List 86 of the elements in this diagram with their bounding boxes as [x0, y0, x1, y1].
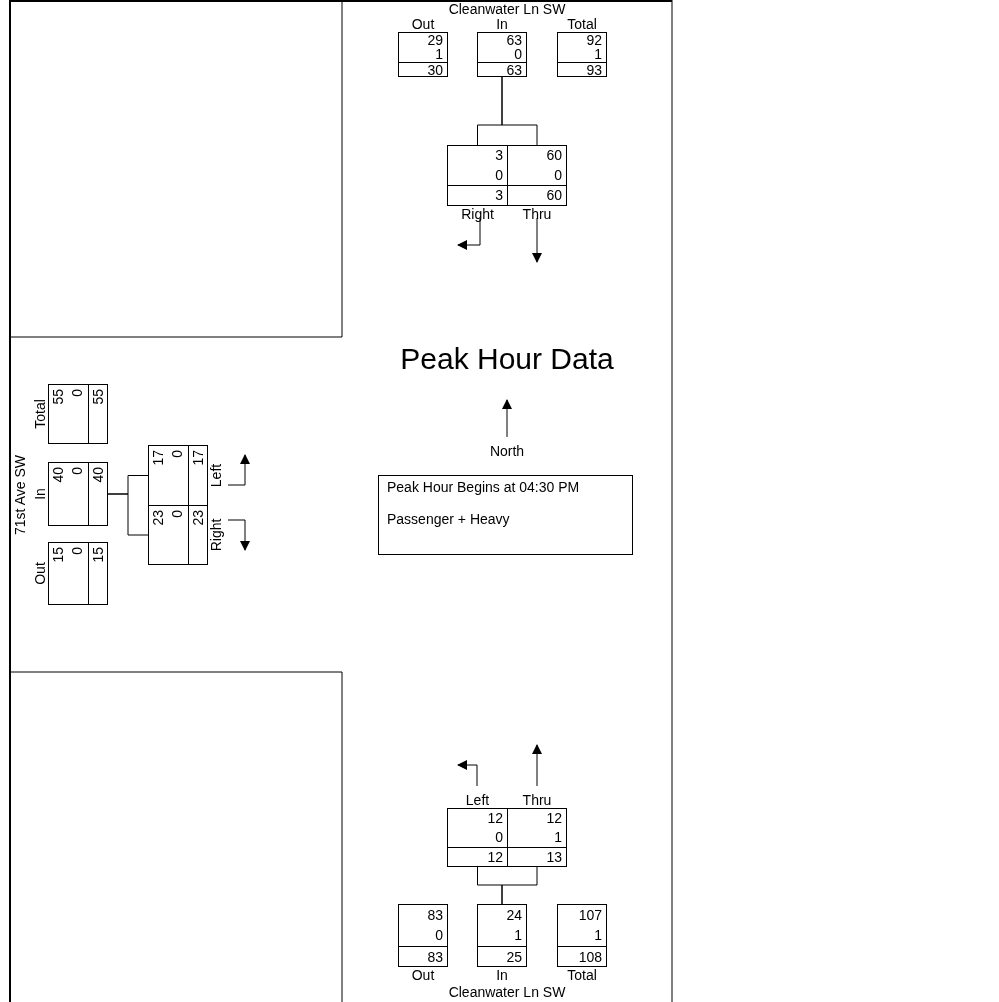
movement-label: Thru — [521, 792, 553, 808]
count-value: 1 — [594, 927, 602, 944]
movement-label: Thru — [521, 206, 553, 222]
count-value: 0 — [435, 927, 443, 944]
count-value: 30 — [427, 61, 443, 78]
approach-label: Total — [32, 398, 48, 431]
compass-label: North — [488, 443, 526, 459]
count-value: 23 — [189, 510, 206, 526]
approach-count — [477, 16, 527, 77]
approach-label: Out — [32, 561, 48, 587]
connector-line — [107, 493, 149, 536]
count-value: 0 — [514, 46, 522, 63]
count-value: 1 — [554, 829, 562, 845]
count-value: 3 — [495, 147, 503, 163]
movement-label: Left — [208, 462, 224, 490]
approach-label: In — [32, 487, 48, 502]
count-value: 0 — [69, 389, 86, 397]
count-value: 63 — [506, 61, 522, 78]
approach-label: In — [495, 16, 509, 32]
count-value: 0 — [495, 829, 503, 845]
count-value: 23 — [150, 510, 166, 526]
connector-line — [501, 866, 538, 905]
count-value: 29 — [427, 32, 443, 48]
count-value: 55 — [89, 389, 106, 405]
count-value: 1 — [514, 927, 522, 944]
count-value: 0 — [495, 166, 503, 183]
count-value: 1 — [435, 46, 443, 63]
street-name: Cleanwater Ln SW — [447, 1, 567, 17]
approach-count — [32, 542, 108, 605]
count-value: 0 — [169, 510, 186, 518]
count-value: 93 — [586, 61, 602, 78]
note-text: Peak Hour Begins at 04:30 PM — [387, 479, 581, 495]
count-value: 108 — [578, 948, 602, 965]
count-value: 92 — [586, 32, 602, 48]
movement-count — [148, 505, 224, 565]
approach-label: Total — [566, 967, 598, 983]
street-name: Cleanwater Ln SW — [447, 984, 567, 1000]
approach-label: Out — [410, 967, 436, 983]
count-value: 0 — [69, 467, 86, 475]
movement-label: Right — [208, 517, 224, 554]
count-value: 24 — [506, 907, 522, 923]
movement-count — [507, 145, 567, 222]
movement-count — [447, 792, 508, 867]
count-value: 15 — [50, 547, 66, 563]
movement-label: Left — [464, 792, 491, 808]
count-value: 40 — [89, 467, 106, 483]
count-value: 83 — [427, 948, 443, 965]
movement-count — [507, 792, 567, 867]
approach-count — [557, 904, 607, 983]
approach-label: In — [495, 967, 509, 983]
count-value: 13 — [546, 849, 562, 865]
count-value: 83 — [427, 907, 443, 923]
count-value: 0 — [554, 166, 562, 183]
count-value: 60 — [546, 147, 562, 163]
count-value: 55 — [50, 389, 66, 405]
count-value: 60 — [546, 187, 562, 204]
approach-count — [398, 904, 448, 983]
count-value: 40 — [50, 467, 66, 483]
approach-label: Out — [410, 16, 436, 32]
count-value: 0 — [169, 450, 186, 458]
count-value: 12 — [487, 849, 503, 865]
count-value: 12 — [546, 810, 562, 826]
approach-count — [398, 16, 448, 77]
count-value: 25 — [506, 948, 522, 965]
count-value: 107 — [578, 907, 602, 923]
count-value: 17 — [150, 450, 166, 466]
approach-count — [32, 384, 108, 444]
count-value: 17 — [189, 450, 206, 466]
count-value: 15 — [89, 547, 106, 563]
count-value: 63 — [506, 32, 522, 48]
count-value: 12 — [487, 810, 503, 826]
approach-count — [557, 16, 607, 77]
note-text: Passenger + Heavy — [387, 511, 511, 527]
approach-count — [32, 462, 108, 526]
movement-count — [148, 445, 224, 506]
count-value: 3 — [495, 187, 503, 204]
connector-line — [501, 76, 538, 146]
approach-label: Total — [566, 16, 598, 32]
count-value: 1 — [594, 46, 602, 63]
page-title: Peak Hour Data — [399, 342, 615, 376]
approach-count — [477, 904, 527, 983]
movement-count — [447, 145, 508, 222]
street-name: 71st Ave SW — [12, 454, 28, 537]
count-value: 0 — [69, 547, 86, 555]
note-box — [378, 475, 633, 555]
movement-label: Right — [460, 206, 495, 222]
